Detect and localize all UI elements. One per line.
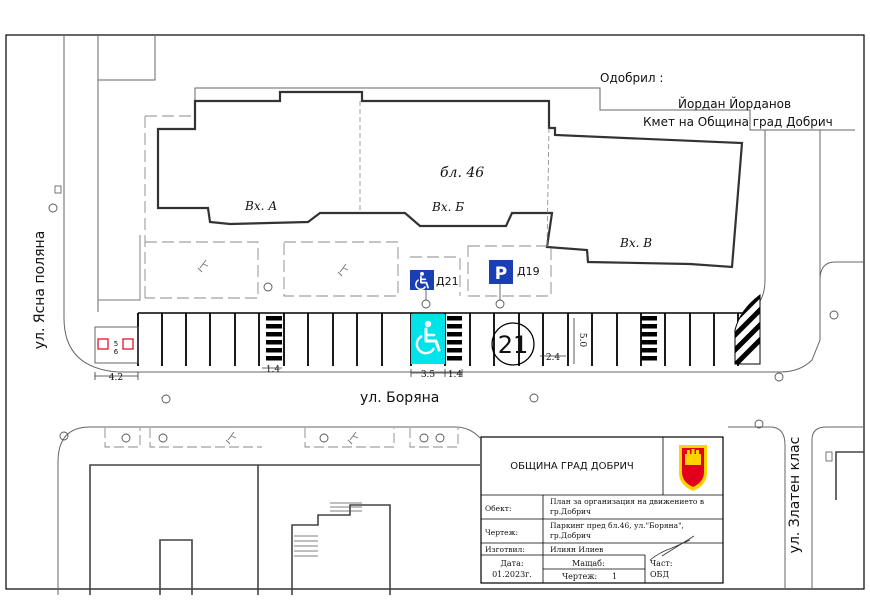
hatch-zone-1 (447, 316, 462, 361)
building-bl46 (156, 90, 744, 269)
green-area-marks (197, 259, 359, 445)
tb-date-value: 01.2023г. (492, 570, 532, 579)
hatch-stripe (266, 332, 282, 337)
stall-width-label: 2.4 (546, 353, 561, 363)
wheelchair-icon (415, 271, 429, 291)
hatch-stripe (641, 356, 657, 361)
tb-municipality: ОБЩИНА ГРАД ДОБРИЧ (510, 461, 634, 472)
hatch-stripe (447, 348, 462, 353)
plot-outline (194, 87, 765, 131)
tb-object-value-1: План за организация на движението в (550, 497, 704, 506)
tb-part-label: Част: (650, 559, 673, 568)
stairs-lower (294, 502, 362, 557)
tb-object-value-2: гр.Добрич (550, 507, 591, 516)
hatch-stripe (447, 356, 462, 361)
building-internal-wall-2 (546, 127, 550, 248)
approval-name: Йордан Йорданов (678, 96, 791, 111)
hatch-zone-2 (641, 316, 657, 361)
hatch-stripe (266, 348, 282, 353)
stall-depth-label: 5.0 (577, 333, 587, 348)
disabled-sign-code: Д21 (436, 275, 459, 288)
title-block: ОБЩИНА ГРАД ДОБРИЧ Обект: План за органи… (480, 436, 724, 584)
parking-sign: P Д19 (489, 260, 540, 300)
diagonal-hatch-end (734, 293, 761, 365)
lower-sidewalk-strips (104, 428, 459, 448)
hatch-stripe (641, 332, 657, 337)
dimension-lines (94, 318, 575, 380)
hatch-stripe (641, 324, 657, 329)
tb-object-label: Обект: (485, 504, 511, 513)
drawing-frame (5, 34, 865, 590)
left-block-dim-2: 6 (114, 348, 119, 356)
hatch-stripe (266, 324, 282, 329)
hatch-stripe (641, 316, 657, 321)
coat-of-arms-icon (679, 445, 707, 491)
signature (649, 535, 695, 561)
hatch-stripe (447, 332, 462, 337)
speed-limit-value: 21 (498, 331, 529, 359)
tb-drawing-value-1: Паркинг пред бл.46, ул."Боряна", (550, 521, 684, 530)
speed-limit-marking: 21 (491, 322, 535, 366)
tb-date-label: Дата: (500, 559, 523, 568)
entrance-a-label: Вх. А (244, 199, 277, 213)
tb-drawing-label: Чертеж: (485, 528, 518, 537)
tb-sheet-label: Чертеж: (562, 572, 597, 581)
parking-sign-icon: P (495, 264, 507, 284)
hatch-stripe (641, 348, 657, 353)
pole-symbol (54, 185, 833, 462)
tb-part-value: ОБД (650, 570, 669, 579)
approval-label: Одобрил : (600, 71, 663, 85)
tb-author-label: Изготвил: (485, 545, 525, 554)
inner-plot-line (98, 235, 141, 301)
hatch-stripe (641, 340, 657, 345)
tb-scale-label: Мащаб: (572, 559, 605, 568)
building-name: бл. 46 (440, 165, 484, 181)
left-end-block: 5 6 (94, 326, 139, 364)
tb-drawing-value-2: гр.Добрич (550, 531, 591, 540)
parking-sign-code: Д19 (517, 265, 540, 278)
entrance-b-label: Вх. Б (431, 200, 464, 214)
approval-position: Кмет на Община град Добрич (643, 115, 833, 129)
lower-buildings (89, 451, 864, 595)
street-curbs (57, 36, 864, 595)
tb-sheet-value: 1 (612, 572, 617, 581)
hatch-width-label: 1.4 (266, 365, 281, 375)
hatch-stripe (447, 340, 462, 345)
street-main-label: ул. Боряна (360, 390, 439, 406)
dashed-boundaries (144, 115, 552, 300)
street-left-label: ул. Ясна поляна (32, 231, 48, 350)
hatch-stripe (266, 316, 282, 321)
hatch-stripe (266, 356, 282, 361)
left-block-width-label: 4.2 (109, 373, 123, 383)
tb-author-value: Илиян Илиев (550, 545, 603, 554)
left-block-dim: 5 (114, 340, 118, 348)
street-right-label: ул. Златен клас (787, 437, 803, 554)
disabled-parking-sign: Д21 (410, 270, 459, 300)
hatch-zone-0 (266, 316, 282, 361)
accessible-width-label: 3.5 (421, 370, 436, 380)
hatch-stripe (447, 324, 462, 329)
hatched-zones (266, 316, 657, 361)
hatch-stripe (447, 316, 462, 321)
hatch-stripe (266, 340, 282, 345)
entrance-c-label: Вх. В (619, 236, 652, 250)
hatch-width-label-2: 1.4 (448, 370, 463, 380)
accessible-bay-wheelchair-icon (415, 320, 441, 355)
